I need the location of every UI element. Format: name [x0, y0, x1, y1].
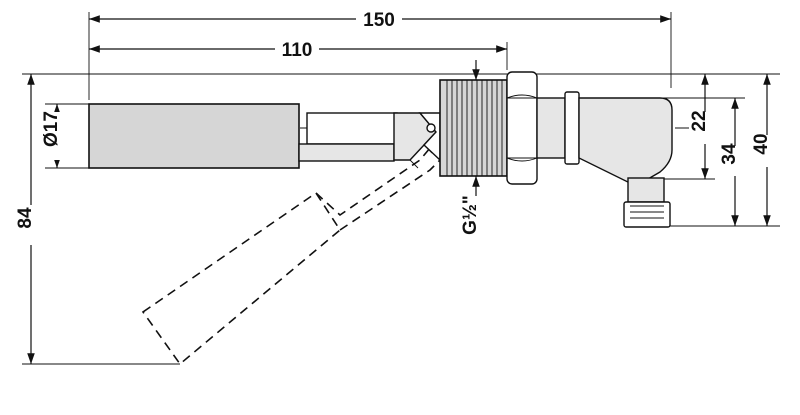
float-rod: [298, 112, 398, 162]
thread-section: [439, 79, 508, 177]
label-dim-34: 34: [719, 143, 740, 165]
label-length-to-thread: 110: [282, 40, 313, 61]
hex-nut: [506, 71, 538, 185]
label-overall-height: 84: [15, 207, 36, 229]
float-body: [88, 103, 300, 169]
cable-connector: [623, 177, 671, 228]
label-float-diameter: Ø17: [41, 111, 62, 147]
dimension-labels: 150 110 84 Ø17 G½" 22 34 40: [15, 8, 778, 245]
label-thread: G½": [460, 195, 481, 235]
label-dim-40: 40: [751, 133, 772, 154]
housing: [536, 91, 673, 187]
label-dim-22: 22: [689, 110, 710, 131]
tilted-float-outline: [141, 147, 441, 366]
hinge-block: [393, 112, 441, 169]
label-overall-length: 150: [363, 10, 395, 31]
extension-lines: [22, 12, 780, 365]
